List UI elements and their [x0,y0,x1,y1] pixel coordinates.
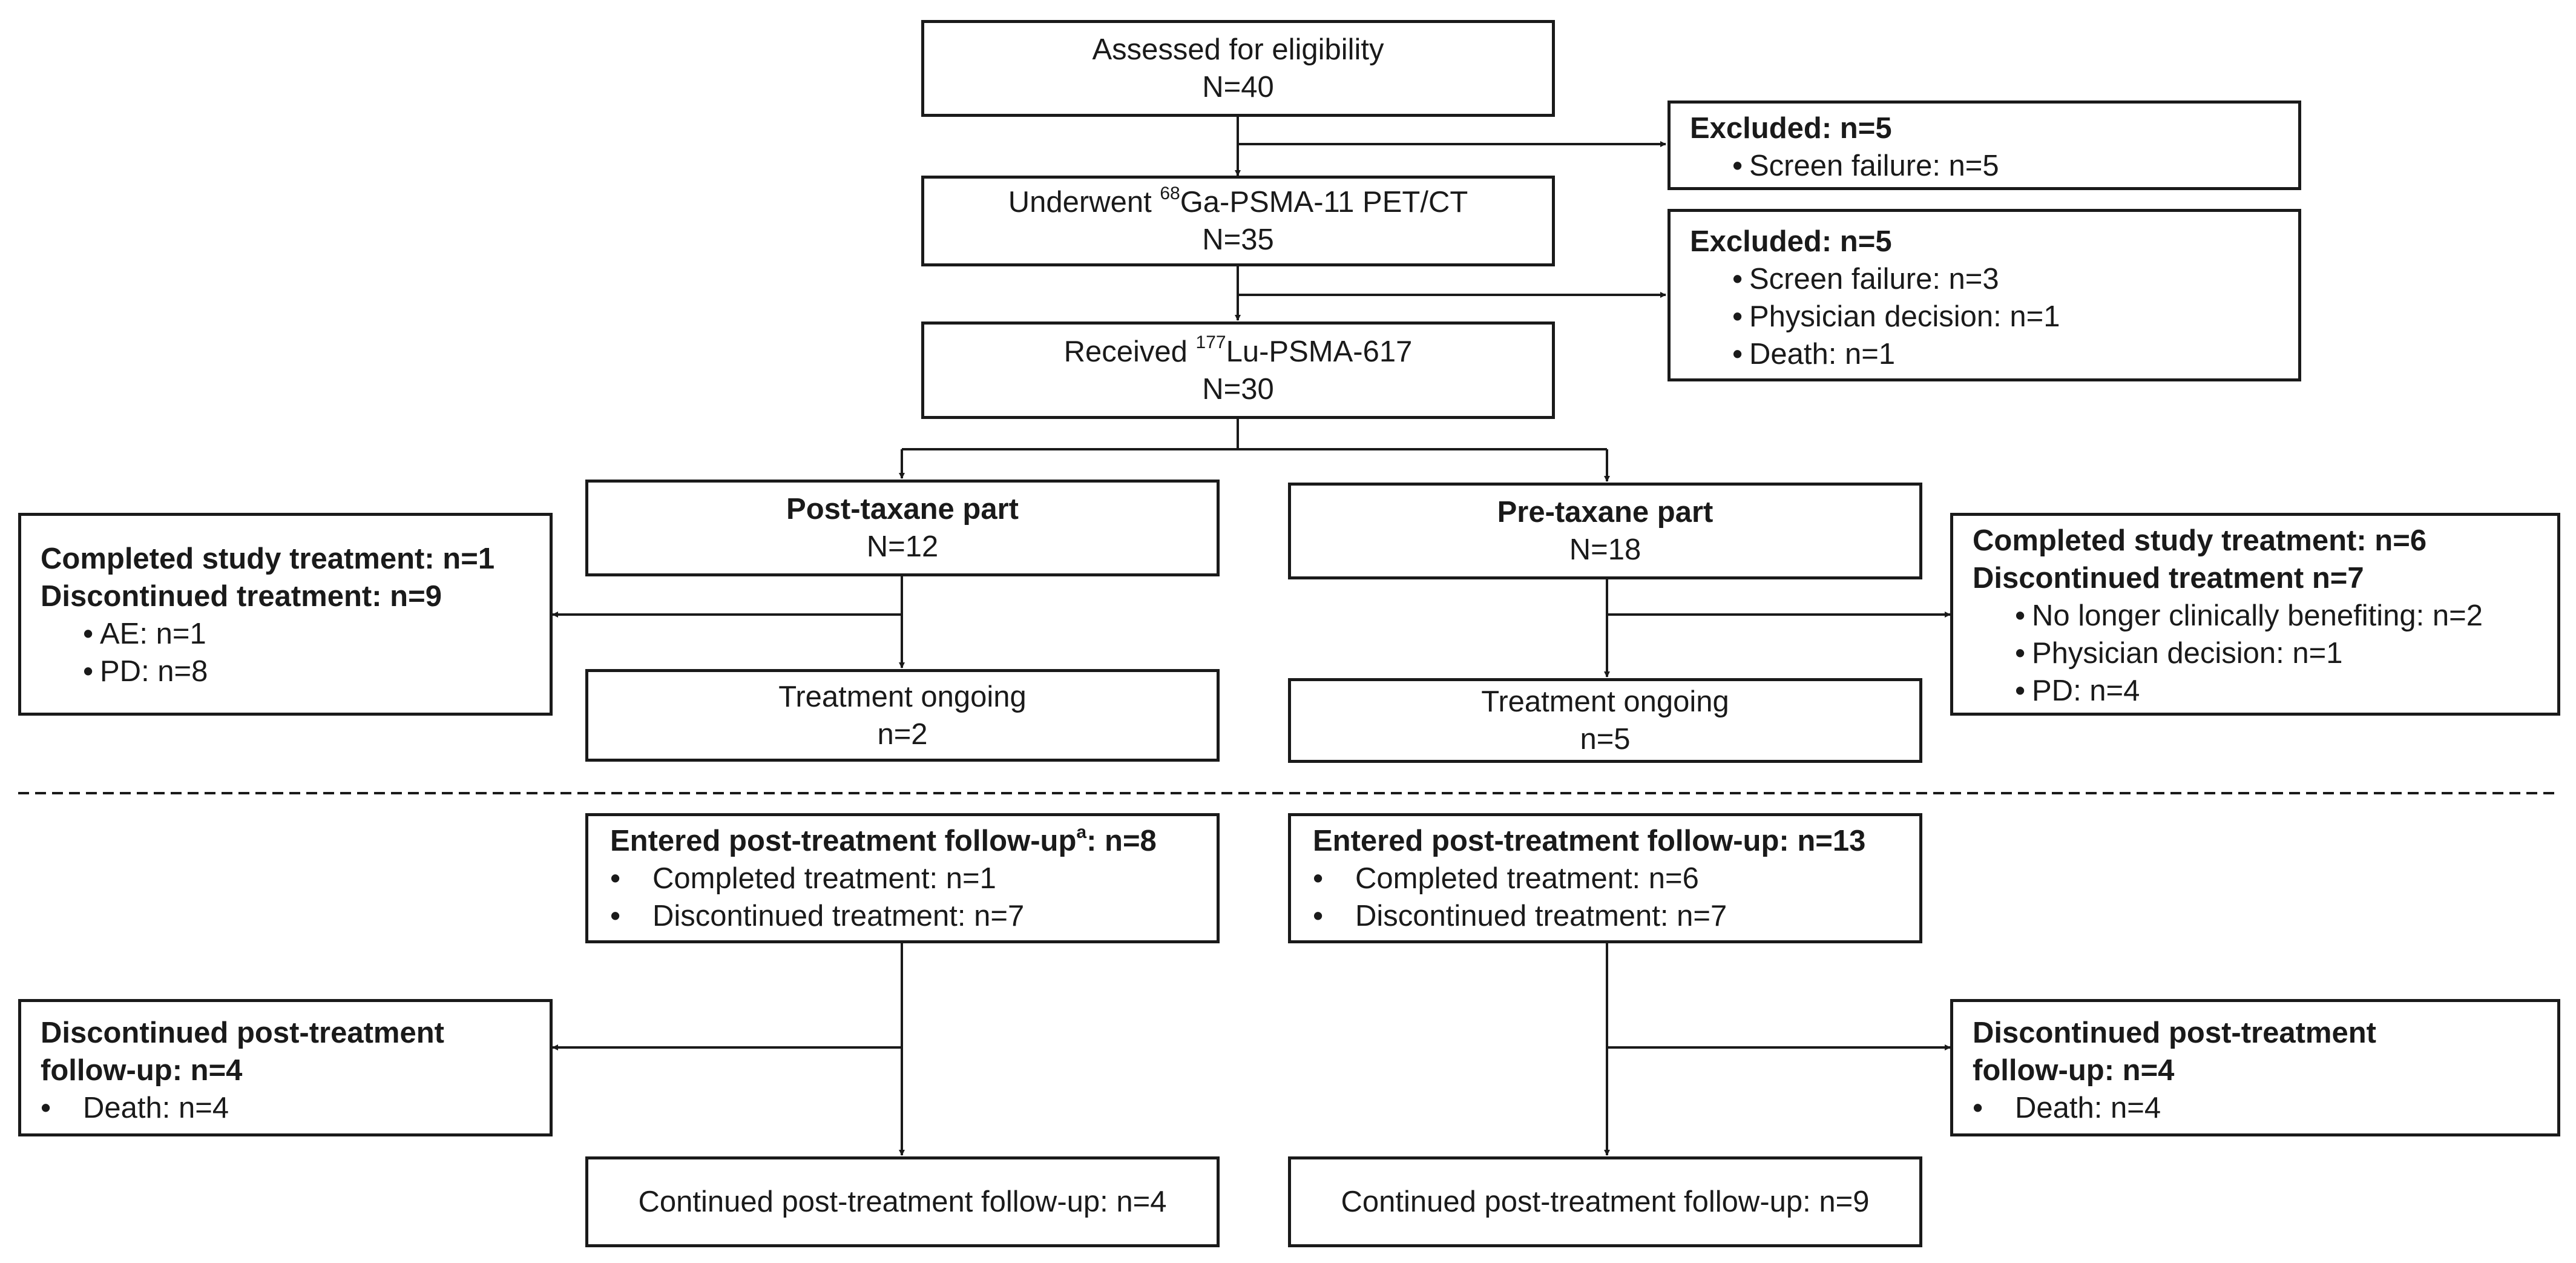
pre-ongoing-title: Treatment ongoing [1481,685,1729,718]
excluded-2-item: •Physician decision: n=1 [1732,300,2060,333]
pre-taxane-title: Pre-taxane part [1497,496,1714,529]
underwent-count: N=35 [1202,223,1274,256]
post-followup-item: •Completed treatment: n=1 [610,862,996,895]
post-discontinued-followup-box: Discontinued post-treatment follow-up: n… [18,999,553,1136]
post-taxane-count: N=12 [866,530,939,563]
excluded-2-item: •Screen failure: n=3 [1732,263,1999,295]
pre-followup-box: Entered post-treatment follow-up: n=13 •… [1288,813,1922,943]
pre-treatment-ongoing-box: Treatment ongoing n=5 [1288,678,1922,763]
underwent-superscript: 68 [1160,183,1180,203]
post-ongoing-title: Treatment ongoing [778,680,1027,713]
underwent-box: Underwent 68Ga-PSMA-11 PET/CT N=35 [921,176,1555,266]
post-taxane-outcome-box: Completed study treatment: n=1 Discontin… [18,513,553,716]
assessed-box: Assessed for eligibility N=40 [921,20,1555,117]
assessed-title: Assessed for eligibility [1092,33,1384,66]
pre-discontinued-followup-box: Discontinued post-treatment follow-up: n… [1950,999,2560,1136]
pre-outcome-discontinued: Discontinued treatment n=7 [1973,562,2364,595]
pre-taxane-count: N=18 [1569,533,1641,566]
post-taxane-box: Post-taxane part N=12 [585,480,1220,576]
post-followup-title: Entered post-treatment follow-upa: n=8 [610,822,1157,857]
excluded-1-title: Excluded: n=5 [1690,112,1892,145]
post-disc-fu-item: •Death: n=4 [41,1092,229,1124]
excluded-1-item: •Screen failure: n=5 [1732,150,1999,182]
pre-disc-fu-item: •Death: n=4 [1973,1092,2161,1124]
post-continued-followup-box: Continued post-treatment follow-up: n=4 [585,1156,1220,1247]
post-outcome-item: •PD: n=8 [83,655,208,688]
post-cont-fu-title: Continued post-treatment follow-up: n=4 [638,1186,1167,1218]
post-followup-footnote: a [1076,822,1087,842]
post-followup-box: Entered post-treatment follow-upa: n=8 •… [585,813,1220,943]
pre-followup-item: •Completed treatment: n=6 [1313,862,1699,895]
post-taxane-title: Post-taxane part [786,493,1019,526]
post-outcome-completed: Completed study treatment: n=1 [41,542,495,575]
received-superscript: 177 [1195,332,1226,353]
pre-followup-item: •Discontinued treatment: n=7 [1313,900,1727,932]
post-disc-fu-line1: Discontinued post-treatment [41,1017,444,1049]
underwent-title: Underwent 68Ga-PSMA-11 PET/CT [1008,183,1468,219]
excluded-box-2: Excluded: n=5 •Screen failure: n=3 •Phys… [1668,209,2301,381]
pre-disc-fu-line2: follow-up: n=4 [1973,1054,2175,1087]
post-treatment-ongoing-box: Treatment ongoing n=2 [585,669,1220,762]
post-ongoing-count: n=2 [877,717,928,751]
pre-outcome-completed: Completed study treatment: n=6 [1973,524,2427,557]
post-outcome-item: •AE: n=1 [83,618,206,650]
pre-taxane-box: Pre-taxane part N=18 [1288,483,1922,579]
pre-outcome-item: •No longer clinically benefiting: n=2 [2015,599,2483,632]
pre-outcome-item: •PD: n=4 [2015,674,2140,707]
pre-ongoing-count: n=5 [1580,723,1631,756]
pre-followup-title: Entered post-treatment follow-up: n=13 [1313,825,1866,857]
pre-outcome-item: •Physician decision: n=1 [2015,637,2343,670]
excluded-box-1: Excluded: n=5 •Screen failure: n=5 [1668,101,2301,190]
received-count: N=30 [1202,372,1274,406]
pre-taxane-outcome-box: Completed study treatment: n=6 Discontin… [1950,513,2560,716]
excluded-2-title: Excluded: n=5 [1690,225,1892,258]
pre-continued-followup-box: Continued post-treatment follow-up: n=9 [1288,1156,1922,1247]
pre-disc-fu-line1: Discontinued post-treatment [1973,1017,2376,1049]
received-title: Received 177Lu-PSMA-617 [1063,332,1413,368]
post-followup-item: •Discontinued treatment: n=7 [610,900,1025,932]
received-box: Received 177Lu-PSMA-617 N=30 [921,322,1555,419]
excluded-2-item: •Death: n=1 [1732,338,1896,371]
post-disc-fu-line2: follow-up: n=4 [41,1054,243,1087]
pre-cont-fu-title: Continued post-treatment follow-up: n=9 [1341,1186,1870,1218]
post-outcome-discontinued: Discontinued treatment: n=9 [41,580,442,613]
assessed-count: N=40 [1202,71,1274,104]
